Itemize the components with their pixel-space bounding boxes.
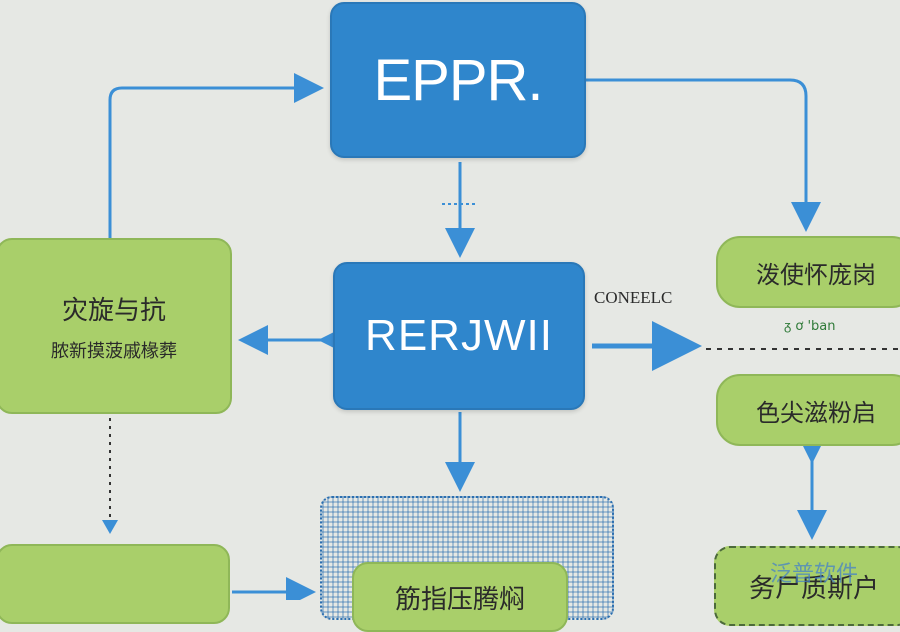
node-left[interactable]: 灾旋与抗 脓新摸菠戚椽葬 <box>0 238 232 414</box>
arrow-eppr-to-right-top <box>586 78 821 232</box>
node-right-middle-label: 色尖滋粉启 <box>756 398 876 427</box>
node-right-top[interactable]: 泼使怀庞岗 <box>716 236 900 308</box>
node-right-middle[interactable]: 色尖滋粉启 <box>716 374 900 446</box>
node-eppr-label: EPPR. <box>373 47 543 113</box>
small-note-label: ᵹ ơ 'ban <box>784 319 836 334</box>
arrow-left-to-eppr <box>108 73 324 238</box>
flow-connectors <box>102 73 900 600</box>
node-right-top-label: 泼使怀庞岗 <box>756 260 876 289</box>
node-bottom-left[interactable] <box>0 544 230 624</box>
node-erp-label: RERJWII <box>365 311 553 360</box>
node-bottom-center[interactable]: 筋指压腾焖 <box>352 562 568 632</box>
node-bottom-center-label: 筋指压腾焖 <box>394 584 525 615</box>
node-left-subtitle: 脓新摸菠戚椽葬 <box>51 340 177 362</box>
connect-label: CONEELC <box>594 288 673 307</box>
arrowhead-left-bottom <box>102 520 118 534</box>
node-erp[interactable]: RERJWII <box>333 262 585 410</box>
node-eppr[interactable]: EPPR. <box>330 2 586 158</box>
node-bottom-right-label: 务尸质斯户 <box>748 573 879 604</box>
watermark-logo: 泛普软件 <box>770 562 859 587</box>
node-left-title: 灾旋与抗 <box>61 295 166 326</box>
